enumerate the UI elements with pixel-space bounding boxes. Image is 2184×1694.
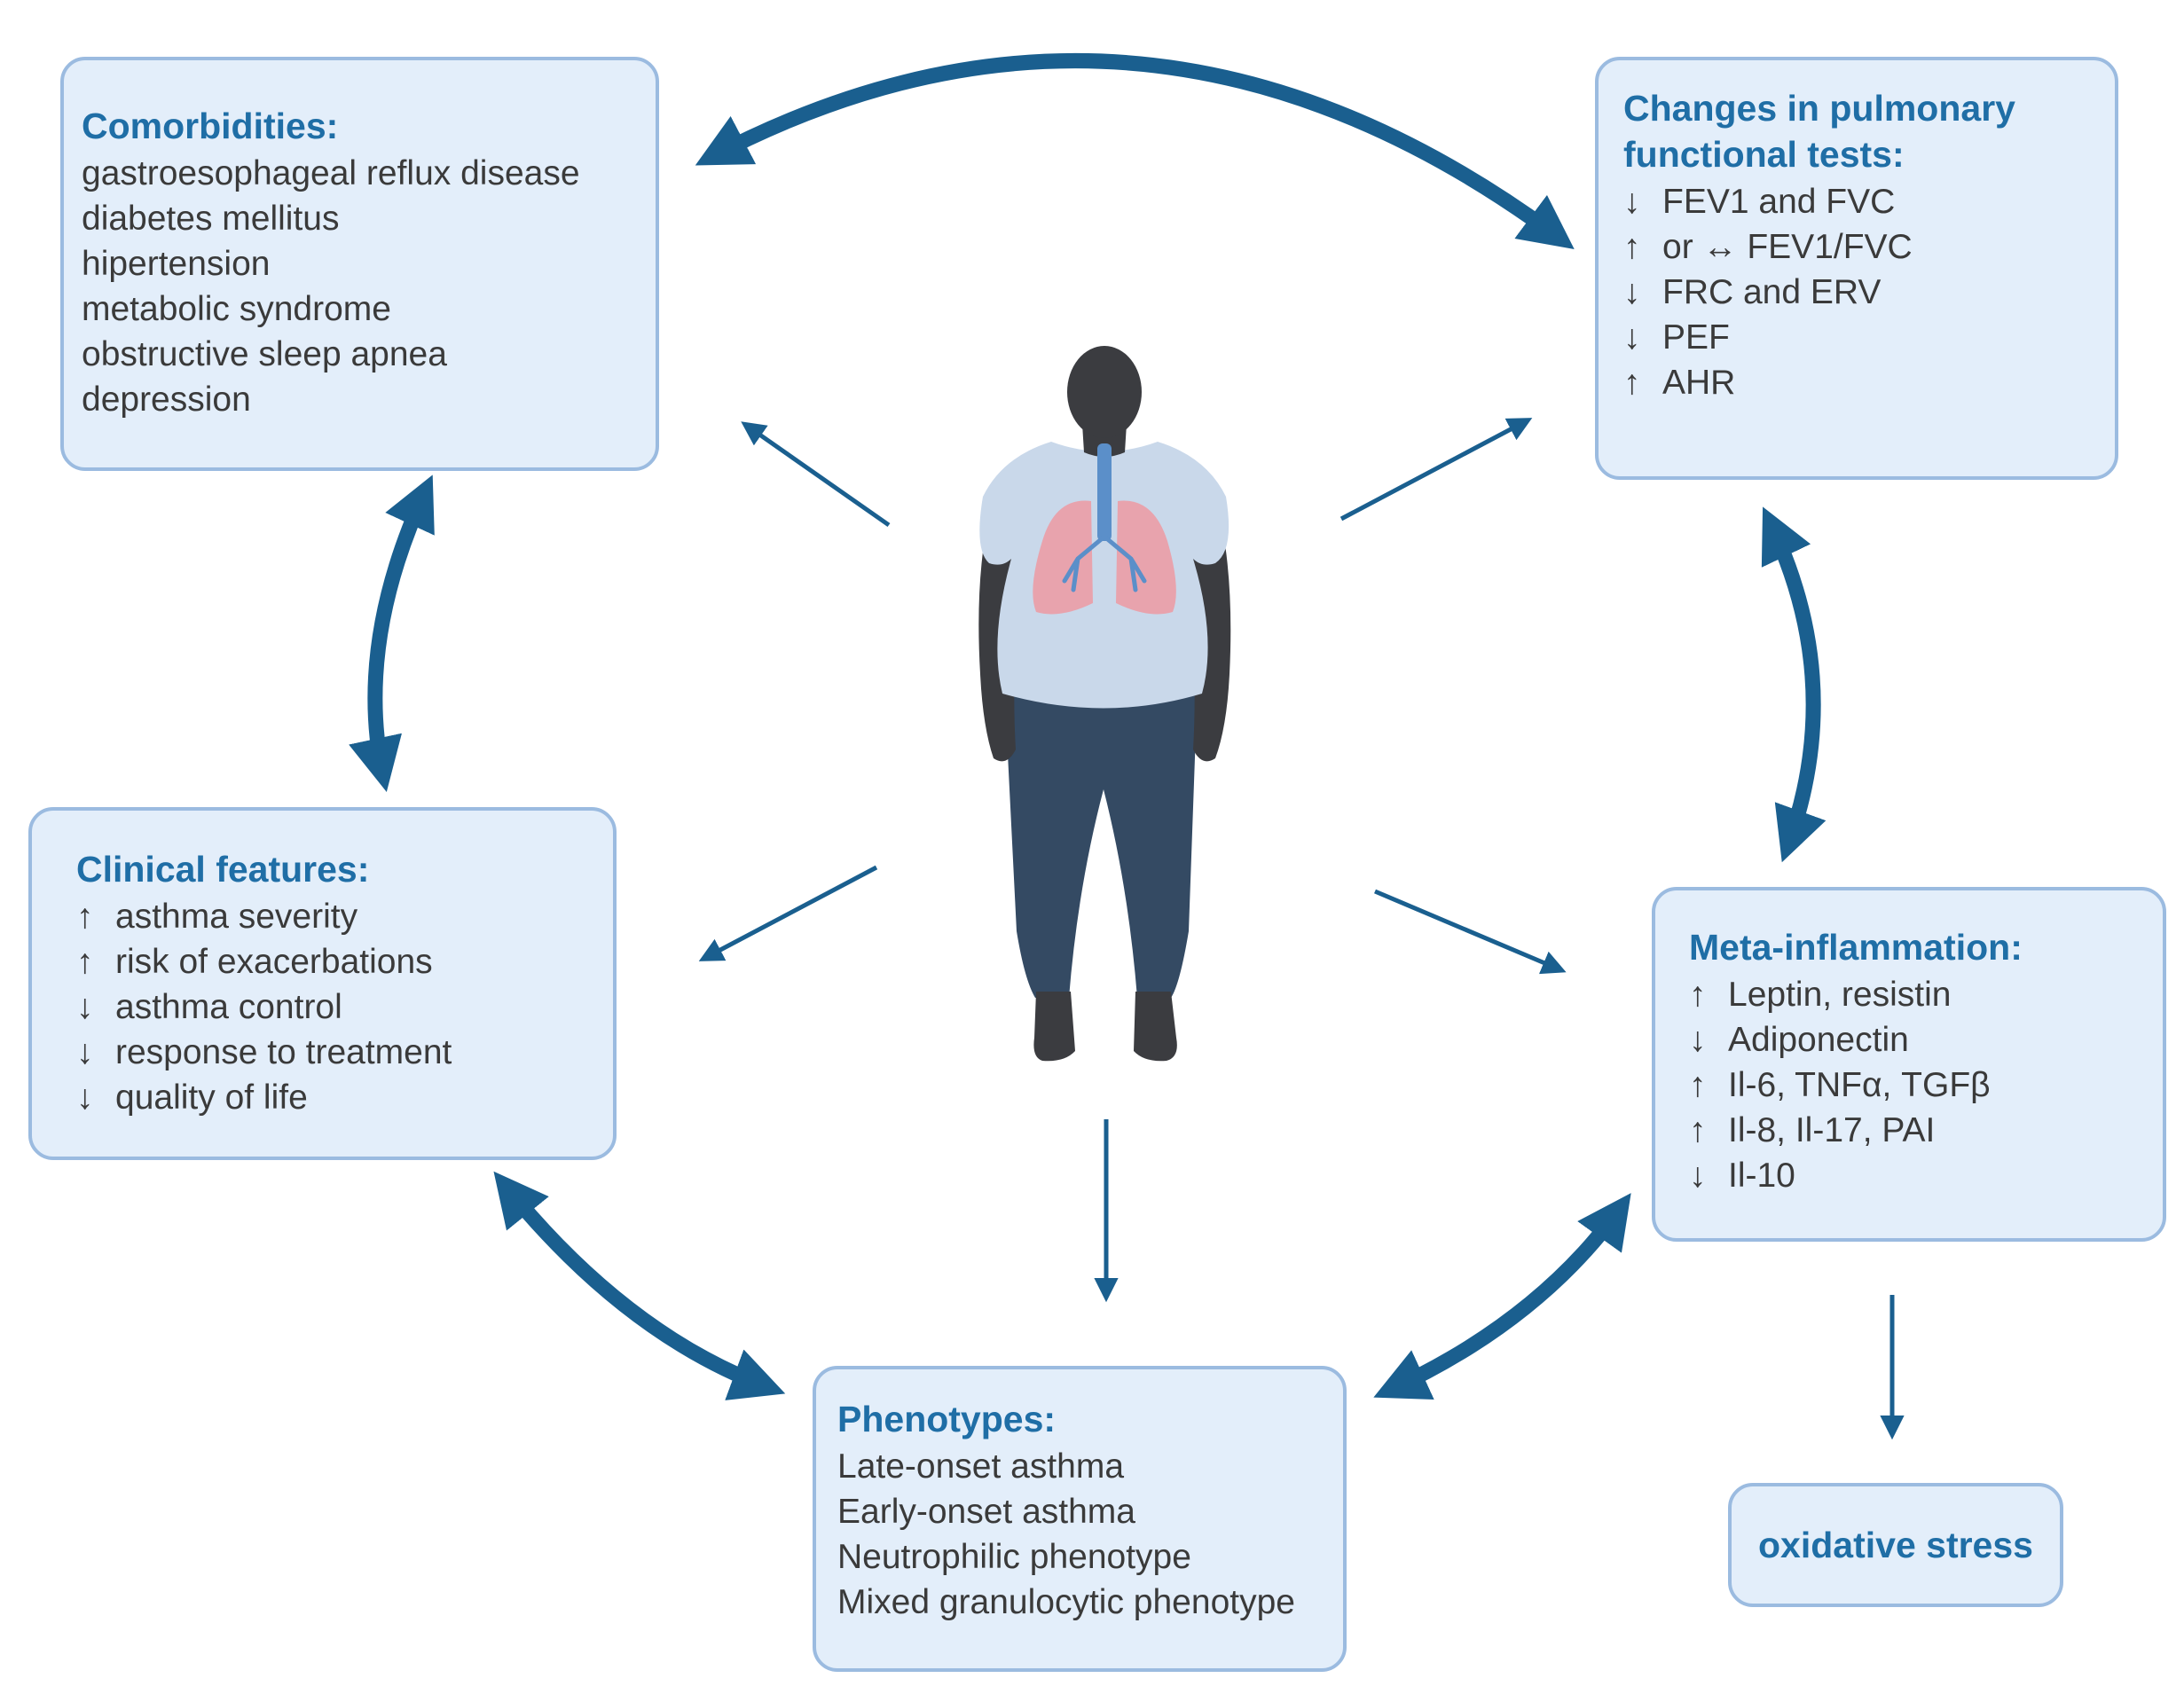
arrow-symbol: ↑ xyxy=(1623,364,1641,402)
list-item: ↑ AHR xyxy=(1623,360,2115,405)
arrow-meta-phenotypes xyxy=(1373,1193,1631,1400)
meta-list: ↑ Leptin, resistin ↓ Adiponectin ↑ Il-6, TN… xyxy=(1689,972,2163,1198)
arrow-symbol: ↓ xyxy=(1689,1157,1707,1195)
left-lung xyxy=(1033,500,1093,615)
item-text: Adiponectin xyxy=(1728,1021,1909,1059)
list-item: ↓ PEF xyxy=(1623,315,2115,360)
phenotypes-list: Late-onset asthma Early-onset asthma Neu… xyxy=(837,1444,1343,1625)
arrow-clinical-phenotypes xyxy=(493,1171,786,1400)
clinical-features-box: Clinical features: ↑ asthma severity ↑ ris… xyxy=(28,807,617,1160)
list-item: ↓ FEV1 and FVC xyxy=(1623,179,2115,224)
arrow-to-pulmonary xyxy=(1339,418,1533,522)
arrow-to-meta xyxy=(1374,889,1567,975)
trachea xyxy=(1097,443,1112,541)
pulmonary-title: Changes in pulmonary functional tests: xyxy=(1623,88,2015,175)
pants xyxy=(1004,683,1198,998)
arrow-symbol: ↓ xyxy=(76,1033,94,1071)
list-item: ↑ Leptin, resistin xyxy=(1689,972,2163,1017)
pulmonary-tests-box: Changes in pulmonary functional tests: ↓… xyxy=(1595,57,2118,480)
pulmonary-list: ↓ FEV1 and FVC ↑ or ↔ FEV1/FVC ↓ FRC and ER… xyxy=(1623,179,2115,405)
clinical-title: Clinical features: xyxy=(76,849,370,890)
item-text: Il-8, Il-17, PAI xyxy=(1728,1111,1936,1149)
bronchi xyxy=(1062,534,1147,592)
list-item: depression xyxy=(82,380,251,419)
shirt xyxy=(979,442,1229,709)
arrow-symbol: ↑ xyxy=(76,943,94,981)
list-item: ↓ asthma control xyxy=(76,984,613,1030)
list-item: hipertension xyxy=(82,245,271,283)
comorbidities-box: Comorbidities: gastroesophageal reflux d… xyxy=(60,57,659,471)
list-item: ↑ risk of exacerbations xyxy=(76,939,613,984)
arrow-symbol: ↓ xyxy=(1623,183,1641,221)
phenotypes-box: Phenotypes: Late-onset asthma Early-onse… xyxy=(813,1366,1347,1672)
head xyxy=(1067,346,1142,438)
list-item: Early-onset asthma xyxy=(837,1493,1135,1531)
item-text: FEV1 and FVC xyxy=(1662,183,1896,221)
list-item: obstructive sleep apnea xyxy=(82,335,447,373)
list-item: Neutrophilic phenotype xyxy=(837,1538,1191,1576)
list-item: ↑ Il-6, TNFα, TGFβ xyxy=(1689,1063,2163,1108)
arrow-symbol: ↑ xyxy=(1689,1111,1707,1149)
item-text: Il-10 xyxy=(1728,1157,1795,1195)
oxidative-stress-label: oxidative stress xyxy=(1758,1524,2033,1565)
list-item: ↑ Il-8, Il-17, PAI xyxy=(1689,1108,2163,1153)
arrow-symbol: ↑ xyxy=(76,898,94,936)
obese-person-with-lungs-icon xyxy=(978,346,1231,1062)
list-item: ↓ Adiponectin xyxy=(1689,1017,2163,1063)
right-shoe xyxy=(1134,992,1177,1062)
item-text: asthma severity xyxy=(115,898,358,936)
comorbidities-list: gastroesophageal reflux disease diabetes… xyxy=(82,151,656,422)
arrow-pulmonary-meta xyxy=(1761,506,1827,863)
arrow-symbol: ↑ xyxy=(1689,1066,1707,1104)
list-item: ↓ response to treatment xyxy=(76,1030,613,1075)
item-text: PEF xyxy=(1662,318,1730,357)
arrow-comorbidities-pulmonary xyxy=(695,53,1575,249)
item-text: FRC and ERV xyxy=(1662,273,1882,311)
item-text: response to treatment xyxy=(115,1033,452,1071)
list-item: metabolic syndrome xyxy=(82,290,391,328)
arrow-symbol: ↑ xyxy=(1623,228,1641,266)
arrow-symbol: ↓ xyxy=(1689,1021,1707,1059)
item-text: Leptin, resistin xyxy=(1728,976,1952,1014)
right-lung xyxy=(1116,500,1176,615)
list-item: ↓ quality of life xyxy=(76,1075,613,1120)
list-item: ↓ FRC and ERV xyxy=(1623,270,2115,315)
arrow-comorbidities-clinical xyxy=(349,474,435,792)
list-item: diabetes mellitus xyxy=(82,200,340,238)
arrow-symbol: ↓ xyxy=(1623,318,1641,357)
item-text: or ↔ FEV1/FVC xyxy=(1662,228,1913,266)
item-text: risk of exacerbations xyxy=(115,943,433,981)
list-item: Mixed granulocytic phenotype xyxy=(837,1583,1295,1621)
oxidative-stress-box: oxidative stress xyxy=(1728,1483,2063,1607)
item-text: quality of life xyxy=(115,1078,308,1117)
comorbidities-title: Comorbidities: xyxy=(82,106,339,146)
list-item: ↑ or ↔ FEV1/FVC xyxy=(1623,224,2115,270)
meta-title: Meta-inflammation: xyxy=(1689,927,2023,968)
arrow-to-clinical xyxy=(698,865,878,961)
clinical-list: ↑asthma severity ↑risk of exacerbations … xyxy=(76,894,613,1120)
arrow-symbol: ↓ xyxy=(76,1078,94,1117)
arrow-to-comorbidities xyxy=(741,421,891,528)
list-item: Late-onset asthma xyxy=(837,1447,1125,1486)
left-shoe xyxy=(1033,992,1075,1062)
list-item: ↑ asthma severity xyxy=(76,894,613,939)
list-item: ↓ Il-10 xyxy=(1689,1153,2163,1198)
arrow-symbol: ↓ xyxy=(1623,273,1641,311)
arrow-symbol: ↑ xyxy=(1689,976,1707,1014)
phenotypes-title: Phenotypes: xyxy=(837,1399,1057,1439)
list-item: gastroesophageal reflux disease xyxy=(82,154,580,192)
meta-inflammation-box: Meta-inflammation: ↑ Leptin, resistin ↓ Ad… xyxy=(1652,887,2166,1242)
arrow-symbol: ↓ xyxy=(76,988,94,1026)
item-text: asthma control xyxy=(115,988,342,1026)
item-text: AHR xyxy=(1662,364,1736,402)
item-text: Il-6, TNFα, TGFβ xyxy=(1728,1066,1991,1104)
